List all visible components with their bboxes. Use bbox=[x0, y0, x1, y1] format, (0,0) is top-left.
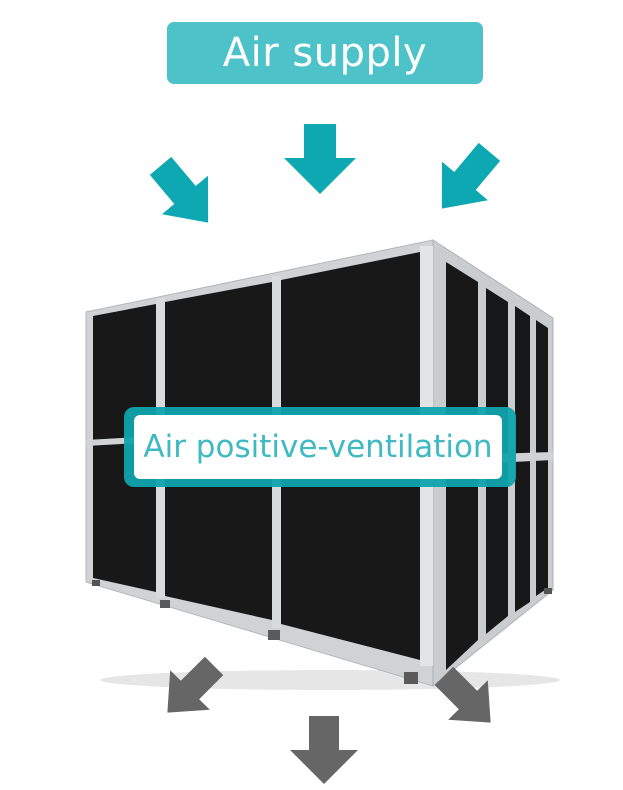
supply-arrow-left-icon bbox=[149, 156, 209, 223]
supply-arrow-right-icon bbox=[441, 142, 501, 209]
ventilation-label-box: Air positive-ventilation bbox=[134, 415, 502, 479]
exhaust-arrow-right-icon bbox=[434, 666, 491, 723]
exhaust-arrow-center-icon bbox=[290, 716, 358, 784]
ventilation-label: Air positive-ventilation bbox=[143, 429, 493, 465]
air-supply-label: Air supply bbox=[222, 30, 428, 76]
air-supply-banner: Air supply bbox=[167, 22, 483, 84]
exhaust-arrow-left-icon bbox=[167, 656, 224, 713]
supply-arrow-center-icon bbox=[284, 124, 356, 194]
